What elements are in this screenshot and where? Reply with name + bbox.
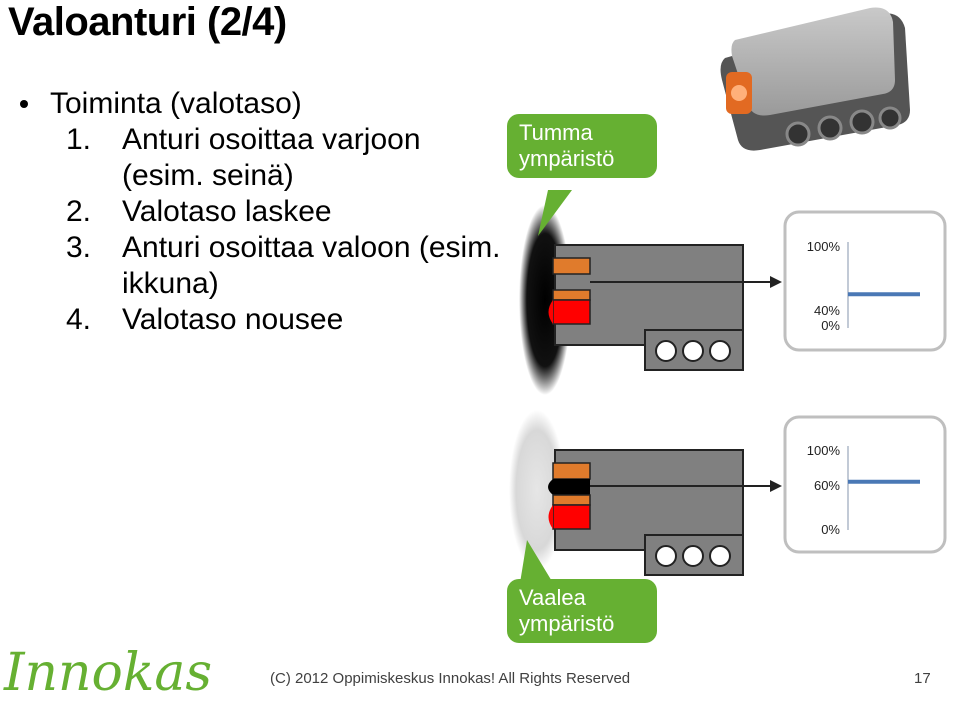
list-text: Anturi osoittaa valoon (esim. ikkuna) bbox=[122, 231, 501, 300]
light-level-graph-light: 100% 60% 0% bbox=[783, 415, 947, 554]
callout-light-environment: Vaalea ympäristö bbox=[507, 579, 657, 643]
graph-zero-label: 0% bbox=[821, 318, 840, 333]
sensor-diagram-dark bbox=[548, 244, 782, 371]
list-number: 1. bbox=[66, 123, 92, 156]
bullet-dot-icon bbox=[20, 100, 28, 108]
graph-zero-label: 0% bbox=[821, 522, 840, 537]
light-level-graph-dark: 100% 40% 0% bbox=[783, 210, 947, 352]
light-surface bbox=[509, 410, 565, 570]
list-text: Valotaso nousee bbox=[122, 303, 344, 336]
list-number: 4. bbox=[66, 303, 92, 336]
bullet-text: Toiminta (valotaso) bbox=[50, 87, 302, 120]
graph-level-label: 40% bbox=[814, 303, 840, 318]
footer-copyright: (C) 2012 Oppimiskeskus Innokas! All Righ… bbox=[270, 670, 631, 687]
callout-dark-environment: Tumma ympäristö bbox=[507, 114, 657, 178]
list-item: 2. Valotaso laskee bbox=[66, 194, 502, 230]
innokas-logo: Innokas bbox=[3, 643, 212, 703]
list-number: 3. bbox=[66, 231, 92, 264]
bullet-item: Toiminta (valotaso) bbox=[18, 86, 502, 122]
list-item: 1. Anturi osoittaa varjoon (esim. seinä) bbox=[66, 122, 502, 194]
numbered-list: 1. Anturi osoittaa varjoon (esim. seinä)… bbox=[66, 122, 502, 338]
graph-top-label: 100% bbox=[807, 239, 841, 254]
lego-light-sensor-image bbox=[720, 7, 910, 151]
graph-top-label: 100% bbox=[807, 443, 841, 458]
page-number: 17 bbox=[914, 670, 931, 687]
callout-pointer bbox=[538, 190, 572, 236]
list-text: Anturi osoittaa varjoon (esim. seinä) bbox=[122, 123, 421, 192]
logo-text: Innokas bbox=[3, 643, 212, 703]
slide-title: Valoanturi (2/4) bbox=[8, 0, 287, 44]
callout-pointer bbox=[520, 540, 553, 583]
list-item: 3. Anturi osoittaa valoon (esim. ikkuna) bbox=[66, 230, 502, 302]
list-number: 2. bbox=[66, 195, 92, 228]
graph-level-label: 60% bbox=[814, 478, 840, 493]
bullet-list: Toiminta (valotaso) 1. Anturi osoittaa v… bbox=[18, 86, 502, 338]
list-text: Valotaso laskee bbox=[122, 195, 332, 228]
list-item: 4. Valotaso nousee bbox=[66, 302, 502, 338]
sensor-diagram-light bbox=[548, 449, 782, 576]
